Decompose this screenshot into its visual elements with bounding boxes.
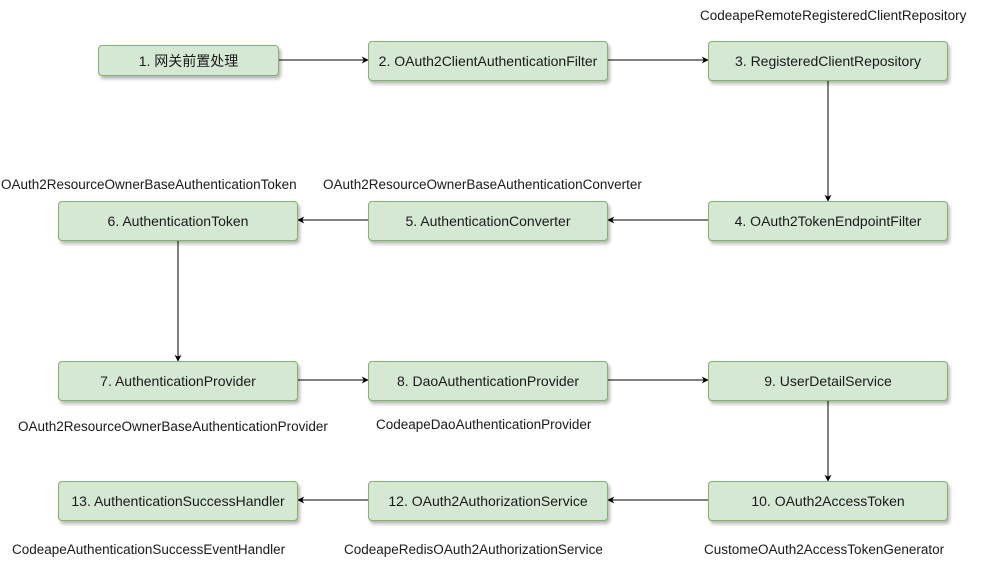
- caption-dao-authentication-provider-impl: CodeapeDaoAuthenticationProvider: [376, 417, 592, 432]
- node-user-detail-service: 9. UserDetailService: [708, 361, 948, 401]
- caption-authentication-success-handler-impl: CodeapeAuthenticationSuccessEventHandler: [12, 542, 286, 557]
- caption-authentication-provider-impl: OAuth2ResourceOwnerBaseAuthenticationPro…: [18, 419, 328, 434]
- node-registered-client-repository: 3. RegisteredClientRepository: [708, 41, 948, 81]
- node-authentication-converter: 5. AuthenticationConverter: [368, 201, 608, 241]
- caption-authorization-service-impl: CodeapeRedisOAuth2AuthorizationService: [344, 542, 603, 557]
- caption-authentication-token-impl: OAuth2ResourceOwnerBaseAuthenticationTok…: [1, 177, 297, 192]
- node-authentication-token: 6. AuthenticationToken: [58, 201, 298, 241]
- node-dao-authentication-provider: 8. DaoAuthenticationProvider: [368, 361, 608, 401]
- node-oauth2-authorization-service: 12. OAuth2AuthorizationService: [368, 481, 608, 521]
- node-authentication-success-handler: 13. AuthenticationSuccessHandler: [58, 481, 298, 521]
- node-oauth2-token-endpoint-filter: 4. OAuth2TokenEndpointFilter: [708, 201, 948, 241]
- caption-access-token-generator-impl: CustomeOAuth2AccessTokenGenerator: [704, 542, 945, 557]
- caption-authentication-converter-impl: OAuth2ResourceOwnerBaseAuthenticationCon…: [323, 177, 642, 192]
- node-gateway-preprocessing: 1. 网关前置处理: [98, 45, 279, 76]
- node-oauth2-access-token: 10. OAuth2AccessToken: [708, 481, 948, 521]
- caption-registered-client-repository-impl: CodeapeRemoteRegisteredClientRepository: [700, 8, 967, 23]
- node-authentication-provider: 7. AuthenticationProvider: [58, 361, 298, 401]
- node-oauth2-client-authentication-filter: 2. OAuth2ClientAuthenticationFilter: [368, 41, 608, 81]
